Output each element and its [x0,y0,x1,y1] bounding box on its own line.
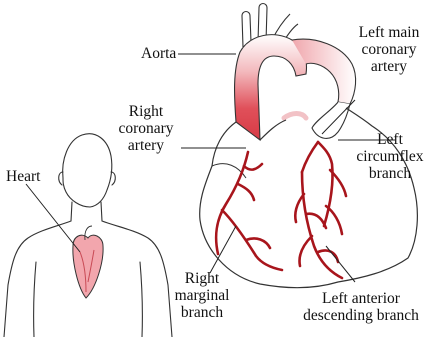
left-anterior-descending-branch-label-line-2: descending branch [296,307,426,324]
right-marginal-branch-label: Right marginal branch [170,270,234,321]
right-marginal-branch-label-line-3: branch [170,304,234,321]
left-circumflex-branch-label-line-1: Left [355,131,425,148]
small-heart-icon [73,226,103,298]
left-circumflex-branch-label: Left circumflex branch [355,131,425,182]
left-circumflex-branch-label-line-2: circumflex [355,148,425,165]
right-coronary-artery-label-line-3: artery [112,137,180,154]
right-coronary-artery-label: Right coronary artery [112,103,180,154]
aorta-shape [235,35,307,140]
aorta-label: Aorta [141,45,176,62]
left-anterior-descending-branch-label: Left anterior descending branch [296,290,426,324]
heart-label: Heart [6,168,40,185]
left-circumflex-branch-label-line-3: branch [355,165,425,182]
right-marginal-branch-label-line-2: marginal [170,287,234,304]
person-silhouette [4,134,172,337]
left-main-coronary-artery-label-line-1: Left main [355,24,423,41]
right-coronary-artery-label-line-1: Right [112,103,180,120]
coronary-arteries [216,142,346,278]
right-coronary-artery-label-line-2: coronary [112,120,180,137]
left-main-coronary-artery-label-line-2: coronary [355,41,423,58]
left-main-coronary-artery-label-line-3: artery [355,58,423,75]
left-main-coronary-artery-label: Left main coronary artery [355,24,423,75]
left-anterior-descending-branch-label-line-1: Left anterior [296,290,426,307]
right-marginal-branch-label-line-1: Right [170,270,234,287]
